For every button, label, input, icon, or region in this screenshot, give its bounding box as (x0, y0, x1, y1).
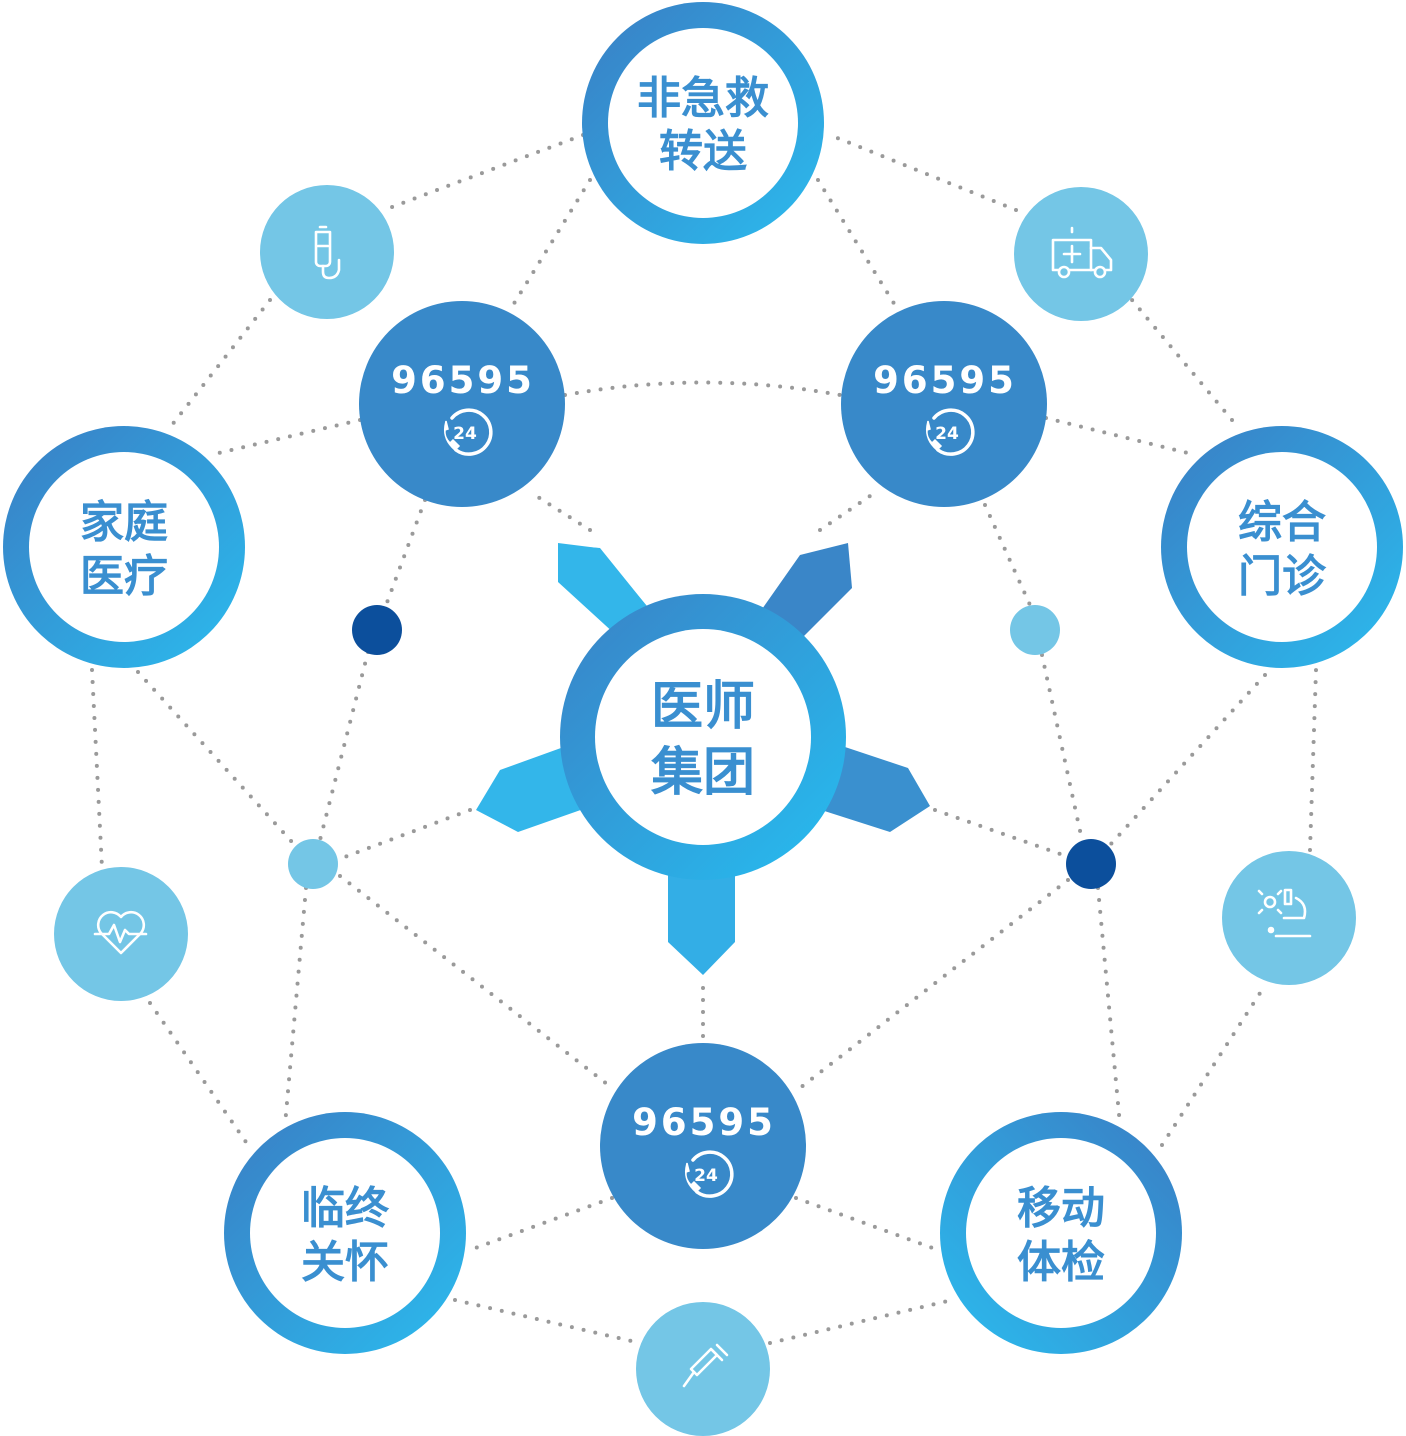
link-syringe-to-checkup (768, 1298, 954, 1345)
center-label-line2: 集团 (650, 743, 755, 803)
service-node-mobile-checkup (940, 1112, 1182, 1354)
service-label-line2: 医疗 (80, 551, 168, 602)
link-micro-to-clinic (1308, 668, 1318, 852)
hotline-node-bottom (600, 1043, 806, 1249)
link-center-to-lightdot (340, 808, 472, 860)
center-node (560, 594, 846, 880)
link-hotlines-top (563, 380, 842, 397)
phone-24h-icon (443, 408, 493, 456)
link-family-to-lightdot (136, 670, 294, 844)
link-lightdot-to-hotline-bottom (338, 874, 614, 1090)
heartbeat-icon (93, 910, 148, 955)
center-label-line1: 医师 (651, 677, 755, 737)
link-hospice-to-syringe (453, 1298, 642, 1345)
link-family-to-heart (90, 668, 104, 870)
hotline-badge: 24 (694, 1166, 718, 1186)
icon-bubble-syringe (636, 1302, 770, 1436)
iv-bag-icon (314, 225, 341, 280)
link-center-to-hotline-right (818, 490, 878, 532)
gear-arm-right (815, 742, 930, 832)
service-label-line2: 体检 (1017, 1237, 1105, 1288)
service-label-line2: 关怀 (301, 1237, 389, 1288)
service-label-line1: 家庭 (80, 497, 168, 548)
icon-bubble-iv-bag (260, 185, 394, 319)
service-label-line1: 移动 (1017, 1183, 1105, 1234)
service-node-non-emergency-transfer (582, 2, 824, 244)
syringe-icon (682, 1343, 729, 1388)
link-ivbag-to-family (166, 298, 272, 432)
service-label-line2: 门诊 (1238, 551, 1327, 602)
hotline-node-left (359, 301, 565, 507)
icon-bubble-microscope (1222, 851, 1356, 985)
link-hotline-bottom-to-hospice (468, 1196, 614, 1252)
hotline-badge: 24 (935, 424, 959, 444)
link-hotline-left-to-family (208, 418, 362, 457)
link-darkdot2-to-hotline-bottom (798, 878, 1070, 1090)
node-dot-light-right (1010, 605, 1060, 655)
link-lightdot-to-hospice (283, 886, 308, 1127)
hotline-number: 96595 (632, 1101, 776, 1144)
link-clinic-to-ambulance (1130, 298, 1234, 422)
microscope-icon (1257, 888, 1312, 938)
link-hotline-right-to-clinic (1044, 416, 1198, 457)
service-label-line1: 临终 (301, 1183, 390, 1234)
link-center-to-darkdot2 (933, 808, 1068, 858)
link-heart-to-hospice (148, 1001, 250, 1147)
link-center-to-hotline-left (528, 490, 592, 532)
phone-24h-icon (925, 408, 975, 456)
link-clinic-to-darkdot2 (1108, 673, 1267, 847)
link-ambulance-to-transfer (828, 133, 1018, 212)
hotline-number: 96595 (391, 359, 535, 402)
node-dot-dark-left (352, 605, 402, 655)
ambulance-icon (1051, 226, 1113, 279)
service-node-family-medicine (3, 426, 245, 668)
center-gear (476, 543, 930, 975)
service-node-hospice-care (224, 1112, 466, 1354)
link-darkdot-to-lightdot (318, 650, 370, 842)
service-label-line1: 综合 (1238, 497, 1326, 548)
dotted-connections (90, 133, 1318, 1345)
service-node-general-clinic (1161, 426, 1403, 668)
icon-bubble-ambulance (1014, 187, 1148, 321)
gear-arm-bottom (668, 862, 735, 975)
service-label-line2: 转送 (659, 126, 747, 177)
hotline-number: 96595 (873, 359, 1017, 402)
icon-bubble-heartbeat (54, 867, 188, 1001)
gear-arm-top-right (760, 543, 852, 640)
link-checkup-to-micro (1160, 988, 1264, 1147)
hotline-node-right (841, 301, 1047, 507)
link-hotline-left-to-darkdot (383, 498, 427, 610)
link-hotline-right-to-lightdot2 (983, 503, 1032, 607)
node-dot-dark-right (1066, 839, 1116, 889)
node-dot-light-left (288, 839, 338, 889)
link-transfer-to-hotline-right (816, 178, 900, 312)
link-transfer-to-ivbag (382, 133, 585, 212)
link-lightdot2-to-darkdot2 (1040, 653, 1084, 842)
link-darkdot2-to-checkup (1096, 886, 1122, 1127)
service-label-line1: 非急救 (637, 73, 769, 124)
hotline-badge: 24 (453, 424, 477, 444)
link-transfer-to-hotline-left (508, 178, 592, 312)
link-hotline-bottom-to-checkup (794, 1196, 940, 1252)
phone-24h-icon (684, 1150, 734, 1198)
